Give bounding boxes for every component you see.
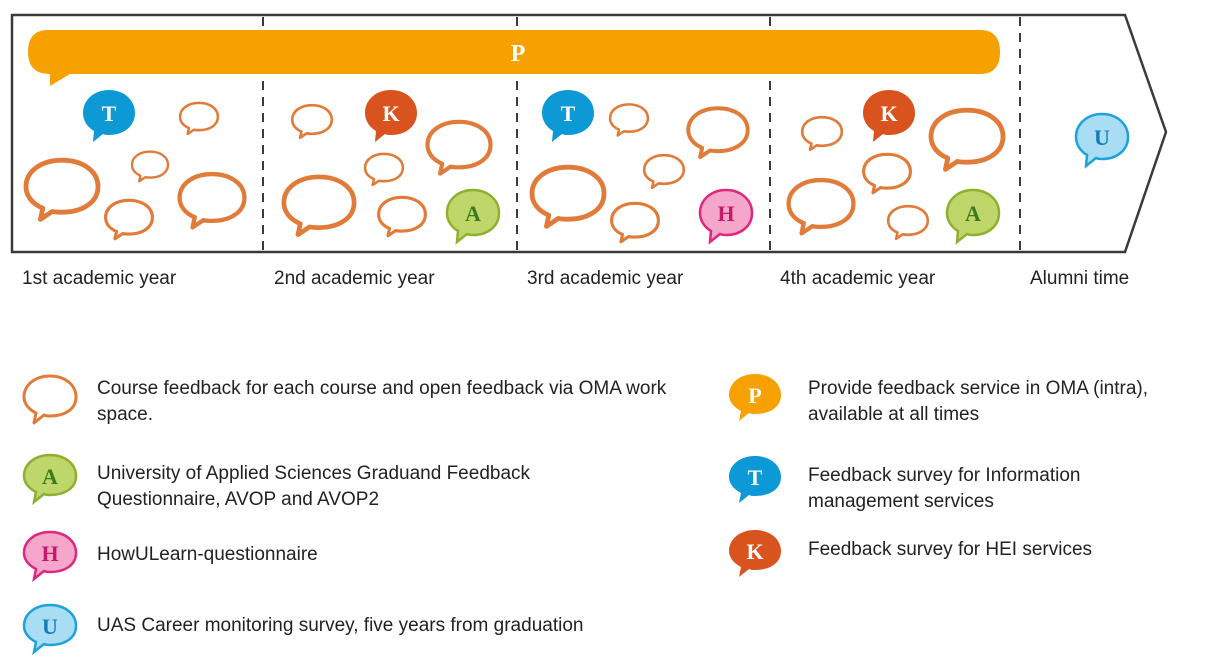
legend-text-h: HowULearn-questionnaire bbox=[97, 544, 318, 565]
u-bubble-icon: U bbox=[22, 603, 78, 655]
k-bubble-icon: K bbox=[365, 90, 417, 142]
badge-letter: P bbox=[748, 383, 761, 408]
period-label-4: 4th academic year bbox=[780, 268, 936, 289]
period-label-3: 3rd academic year bbox=[527, 268, 684, 289]
badge-letter: T bbox=[102, 101, 117, 126]
a-bubble-icon: A bbox=[22, 453, 78, 505]
badge-letter: T bbox=[748, 465, 763, 490]
legend-text-a: University of Applied Sciences Graduand … bbox=[97, 463, 531, 510]
badge-letter: K bbox=[880, 101, 897, 126]
legend-text-t: Feedback survey for Information manageme… bbox=[808, 465, 1081, 512]
t-bubble-icon: T bbox=[542, 90, 594, 142]
p-bar-letter: P bbox=[511, 41, 526, 67]
k-bubble-icon: K bbox=[863, 90, 915, 142]
badge-letter: K bbox=[746, 539, 763, 564]
badge-letter: T bbox=[561, 101, 576, 126]
a-bubble-icon: A bbox=[445, 188, 501, 244]
u-bubble-icon: U bbox=[1074, 112, 1130, 168]
h-bubble-icon: H bbox=[698, 188, 754, 244]
k-bubble-icon: K bbox=[729, 530, 781, 577]
period-label-2: 2nd academic year bbox=[274, 268, 435, 289]
badge-letter: H bbox=[717, 201, 734, 226]
course-feedback-bubble-icon bbox=[22, 374, 78, 425]
t-bubble-icon: T bbox=[729, 456, 781, 503]
legend-text-course-feedback: Course feedback for each course and open… bbox=[97, 378, 667, 425]
t-bubble-icon: T bbox=[83, 90, 135, 142]
badge-letter: A bbox=[965, 201, 981, 226]
p-feedback-bar: P bbox=[28, 30, 1000, 86]
badge-letter: K bbox=[382, 101, 399, 126]
badge-letter: A bbox=[465, 201, 481, 226]
a-bubble-icon: A bbox=[945, 188, 1001, 244]
h-bubble-icon: H bbox=[22, 530, 78, 582]
legend-text-p: Provide feedback service in OMA (intra),… bbox=[808, 378, 1149, 425]
period-label-1: 1st academic year bbox=[22, 268, 177, 289]
badge-letter: A bbox=[42, 464, 58, 489]
legend-text-u: UAS Career monitoring survey, five years… bbox=[97, 615, 584, 636]
badge-letter: H bbox=[41, 541, 58, 566]
p-bubble-icon: P bbox=[729, 374, 781, 421]
badge-letter: U bbox=[42, 614, 58, 639]
badge-letter: U bbox=[1094, 125, 1110, 150]
legend-text-k: Feedback survey for HEI services bbox=[808, 539, 1093, 560]
timeline-arrow: P bbox=[10, 13, 1168, 254]
period-label-alumni: Alumni time bbox=[1030, 268, 1130, 289]
